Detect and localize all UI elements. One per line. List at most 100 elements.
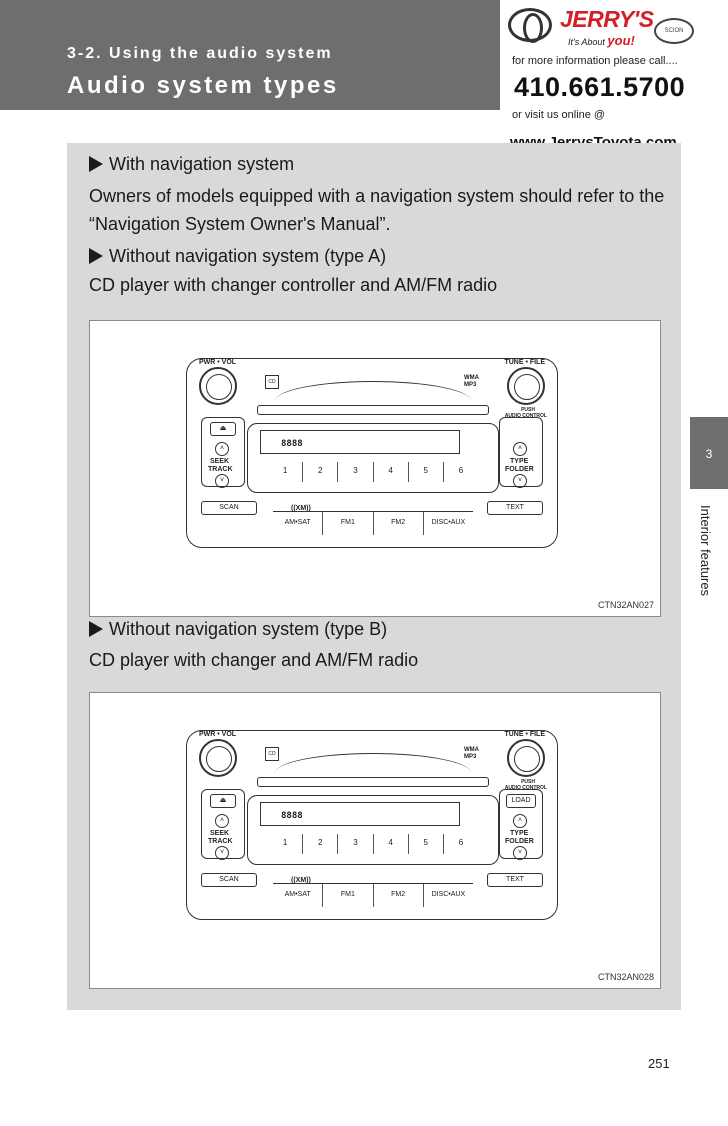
cd-slot (257, 405, 489, 415)
preset-button[interactable]: 5 (407, 462, 443, 482)
ad-visit: or visit us online @ (512, 109, 606, 121)
fm1-button[interactable]: FM1 (322, 512, 372, 535)
figure-code: CTN32AN028 (597, 972, 654, 982)
pwr-vol-label: PWR • VOL (199, 731, 237, 738)
tune-file-label: TUNE • FILE (504, 731, 545, 738)
scion-logo-icon: SCION (654, 18, 694, 44)
xm-logo: ((XM)) (291, 877, 311, 884)
figure-code: CTN32AN027 (597, 600, 654, 610)
page-title: Audio system types (67, 72, 339, 99)
fm2-button[interactable]: FM2 (372, 512, 423, 535)
pwr-vol-knob-icon (199, 739, 237, 777)
preset-button[interactable]: 1 (282, 838, 288, 847)
heading-type-a: Without navigation system (type A) (89, 245, 386, 267)
ad-phone[interactable]: 410.661.5700 (514, 72, 686, 102)
preset-button[interactable]: 4 (372, 834, 408, 854)
disc-aux-button[interactable]: DISC•AUX (422, 512, 473, 535)
eject-button[interactable]: ⏏ (210, 794, 236, 808)
chapter-tab[interactable]: 3 (690, 417, 728, 489)
track-label: TRACK (208, 838, 233, 845)
preset-row: 1 2 3 4 5 6 (268, 834, 478, 854)
chevron-up-icon[interactable]: ˄ (215, 442, 229, 456)
preset-button[interactable]: 6 (442, 834, 478, 854)
am-sat-button[interactable]: AM•SAT (284, 891, 311, 898)
chevron-up-icon[interactable]: ˄ (513, 814, 527, 828)
fm2-button[interactable]: FM2 (372, 884, 423, 907)
triangle-icon (89, 248, 103, 264)
lcd-display: 8888 (260, 430, 460, 454)
preset-button[interactable]: 4 (372, 462, 408, 482)
preset-button[interactable]: 3 (337, 462, 372, 482)
triangle-icon (89, 156, 103, 172)
chevron-down-icon[interactable]: ˅ (513, 846, 527, 860)
chevron-down-icon[interactable]: ˅ (215, 846, 229, 860)
display-panel: 8888 1 2 3 4 5 6 (247, 423, 499, 493)
band-buttons: AM•SAT FM1 FM2 DISC•AUX (273, 883, 473, 907)
chevron-up-icon[interactable]: ˄ (215, 814, 229, 828)
cd-slot (257, 777, 489, 787)
disc-aux-button[interactable]: DISC•AUX (422, 884, 473, 907)
preset-button[interactable]: 6 (442, 462, 478, 482)
xm-logo: ((XM)) (291, 505, 311, 512)
preset-button[interactable]: 2 (302, 834, 337, 854)
text-button[interactable]: TEXT (487, 501, 543, 515)
body-nav: Owners of models equipped with a navigat… (89, 186, 665, 234)
scan-button[interactable]: SCAN (201, 501, 257, 515)
preset-button[interactable]: 5 (407, 834, 443, 854)
ad-brand: JERRY'S (560, 6, 654, 32)
preset-button[interactable]: 3 (337, 834, 372, 854)
tune-file-knob-icon (507, 367, 545, 405)
body-type-b: CD player with changer and AM/FM radio (89, 650, 419, 670)
ad-info: for more information please call.... (512, 55, 678, 67)
preset-button[interactable]: 2 (302, 462, 337, 482)
disc-logo-icon: CD (265, 375, 279, 389)
tune-file-label: TUNE • FILE (504, 359, 545, 366)
audio-control-label: AUDIO CONTROL (504, 785, 547, 791)
type-folder-button-group: ˄ TYPE FOLDER ˅ (499, 417, 543, 488)
tune-file-knob-icon (507, 739, 545, 777)
preset-row: 1 2 3 4 5 6 (268, 462, 478, 482)
chevron-down-icon[interactable]: ˅ (513, 474, 527, 488)
toyota-logo-icon (508, 8, 552, 43)
page-number: 251 (648, 1056, 670, 1071)
preset-button[interactable]: 1 (282, 466, 288, 475)
push-label: PUSH (521, 779, 535, 785)
fm1-button[interactable]: FM1 (322, 884, 372, 907)
type-label: TYPE (510, 830, 529, 837)
text-button[interactable]: TEXT (487, 873, 543, 887)
ad-tagline: It's About you! (568, 33, 635, 48)
triangle-icon (89, 621, 103, 637)
chevron-up-icon[interactable]: ˄ (513, 442, 527, 456)
dealer-ad[interactable]: JERRY'S It's About you! SCION for more i… (500, 0, 700, 160)
pwr-vol-knob-icon (199, 367, 237, 405)
seek-label: SEEK (210, 458, 230, 465)
pwr-vol-label: PWR • VOL (199, 359, 237, 366)
chapter-label: Interior features (698, 505, 713, 597)
am-sat-button[interactable]: AM•SAT (284, 519, 311, 526)
display-panel: 8888 1 2 3 4 5 6 (247, 795, 499, 865)
body-type-a: CD player with changer controller and AM… (89, 275, 498, 295)
folder-label: FOLDER (505, 466, 534, 473)
heading-type-b: Without navigation system (type B) (89, 618, 387, 640)
push-label: PUSH (521, 407, 535, 413)
cd-arc (275, 381, 471, 421)
eject-button[interactable]: ⏏ (210, 422, 236, 436)
folder-label: FOLDER (505, 838, 534, 845)
heading-nav: With navigation system (89, 153, 294, 175)
load-button[interactable]: LOAD (506, 794, 536, 808)
disc-logo-icon: CD (265, 747, 279, 761)
band-buttons: AM•SAT FM1 FM2 DISC•AUX (273, 511, 473, 535)
audio-control-label: AUDIO CONTROL (504, 413, 547, 419)
seek-track-button-group: ⏏ ˄ SEEK TRACK ˅ (201, 417, 245, 488)
scan-button[interactable]: SCAN (201, 873, 257, 887)
seek-label: SEEK (210, 830, 230, 837)
cd-arc (275, 753, 471, 793)
chevron-down-icon[interactable]: ˅ (215, 474, 229, 488)
type-label: TYPE (510, 458, 529, 465)
